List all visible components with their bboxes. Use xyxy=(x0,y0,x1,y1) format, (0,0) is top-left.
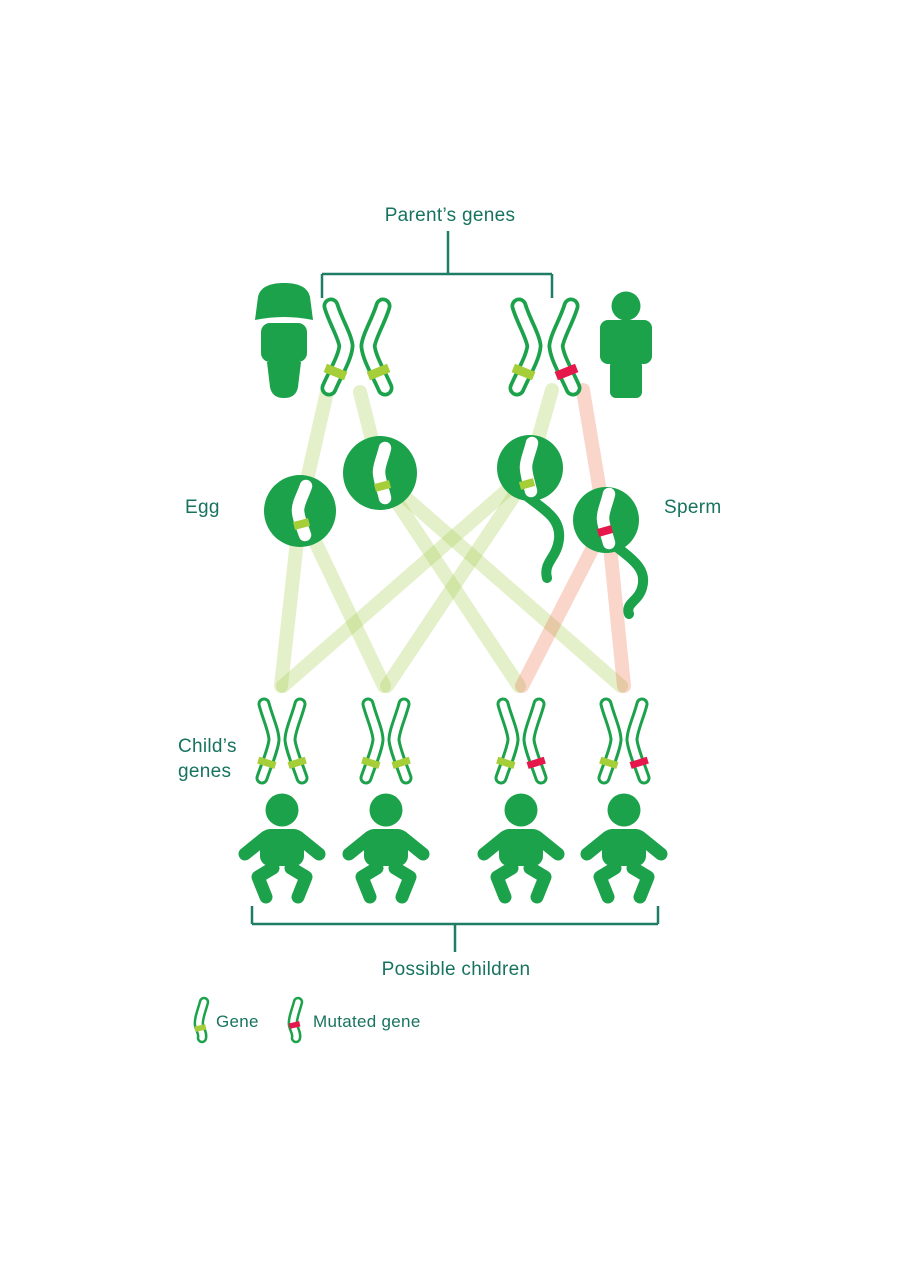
gene-band xyxy=(323,363,348,381)
sperm1-tail xyxy=(523,492,565,583)
gene-band xyxy=(366,363,391,381)
mutated-gene-band xyxy=(596,525,614,537)
gene-band xyxy=(511,363,536,381)
baby-icon-3 xyxy=(484,794,558,898)
gene-band xyxy=(373,480,392,492)
sperm-label: Sperm xyxy=(664,497,721,518)
legend-gene-label: Gene xyxy=(216,1012,259,1031)
possible-children-bracket xyxy=(250,906,660,952)
beam-sperm1-to-child1 xyxy=(276,465,535,693)
gene-band xyxy=(391,756,411,769)
beam-egg2-to-child4 xyxy=(376,471,628,693)
baby-icon-1 xyxy=(245,794,319,898)
sperm2-chromatid xyxy=(596,487,616,550)
childs-genes-label-line1: Child’s xyxy=(178,736,237,757)
inheritance-beams xyxy=(274,383,631,693)
sperm2-tail xyxy=(613,543,649,619)
gene-band xyxy=(292,518,311,530)
legend-mutated-gene-label: Mutated gene xyxy=(313,1012,421,1031)
father-chromosome-pair xyxy=(513,306,576,388)
gene-band xyxy=(361,756,381,769)
mutated-gene-band xyxy=(288,1021,301,1029)
possible-children-label: Possible children xyxy=(382,959,531,980)
child2-chromosome-pair xyxy=(362,704,410,778)
beam-egg2-to-child3 xyxy=(374,471,526,693)
beam-sperm2-to-child3 xyxy=(515,519,611,693)
mother-chromosome-pair xyxy=(325,306,388,388)
sperm-1 xyxy=(497,435,565,583)
child3-chromosome-pair xyxy=(497,704,545,778)
man-icon xyxy=(600,291,652,398)
egg-label: Egg xyxy=(185,497,220,518)
woman-icon xyxy=(255,283,313,398)
legend-mutated-gene-swatch xyxy=(287,996,304,1044)
egg-2 xyxy=(343,436,417,510)
gene-band xyxy=(496,756,516,769)
parents-bracket xyxy=(320,231,554,298)
child1-chromosome-pair xyxy=(258,704,306,778)
gene-band xyxy=(257,756,277,769)
mutated-gene-band xyxy=(554,363,579,381)
beam-sperm1-to-child2 xyxy=(380,465,537,693)
baby-icon-4 xyxy=(587,794,661,898)
gene-band xyxy=(287,756,307,769)
legend-gene-swatch xyxy=(193,996,210,1044)
egg-1 xyxy=(264,475,336,547)
gene-band xyxy=(194,1024,207,1032)
baby-icon-2 xyxy=(349,794,423,898)
gene-band xyxy=(518,478,536,490)
gene-band xyxy=(599,756,619,769)
mutated-gene-band xyxy=(629,756,649,769)
legend: Gene Mutated gene xyxy=(193,996,421,1044)
child4-chromosome-pair xyxy=(600,704,648,778)
title-parents-genes: Parent’s genes xyxy=(385,205,516,226)
mutated-gene-band xyxy=(526,756,546,769)
childs-genes-label-line2: genes xyxy=(178,761,231,782)
sperm-2 xyxy=(573,487,649,619)
